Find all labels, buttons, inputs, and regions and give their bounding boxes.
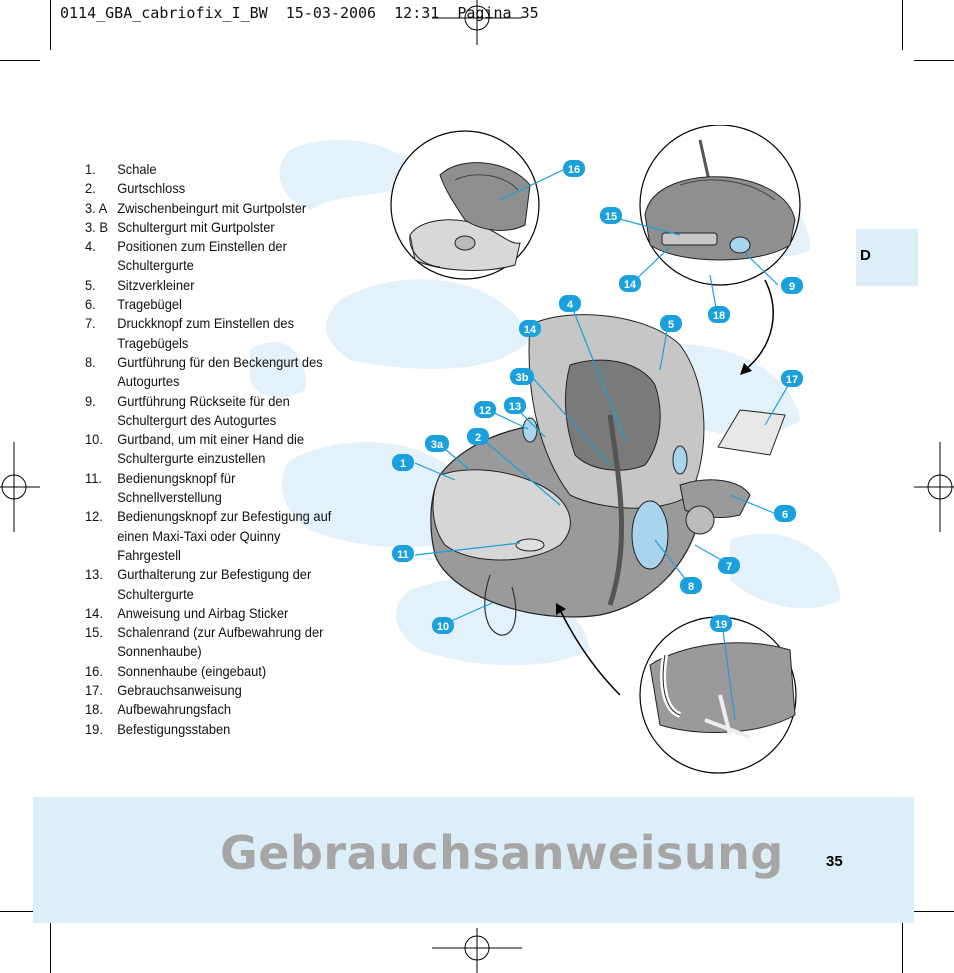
- svg-text:18: 18: [713, 310, 725, 322]
- list-item: 18.Aufbewahrungsfach: [85, 701, 232, 718]
- list-item: 15.Schalenrand (zur Aufbewahrung der Son…: [85, 624, 324, 660]
- callout-14-top: 14: [619, 275, 641, 292]
- callout-2: 2: [467, 428, 489, 445]
- callout-7: 7: [718, 557, 740, 574]
- svg-text:3a: 3a: [431, 439, 444, 451]
- language-tab-label: D: [860, 247, 871, 264]
- list-item: 10.Gurtband, um mit einer Hand die Schul…: [85, 431, 305, 467]
- registration-mark-bottom: [432, 928, 522, 973]
- callout-12: 12: [474, 401, 496, 418]
- svg-text:12: 12: [479, 405, 491, 417]
- arrow-curved-top: [744, 279, 774, 371]
- callout-1: 1: [392, 454, 414, 471]
- callout-6: 6: [774, 505, 796, 522]
- svg-text:9: 9: [789, 281, 795, 293]
- list-item: 2.Gurtschloss: [85, 180, 186, 197]
- list-item: 11.Bedienungsknopf für Schnellverstellun…: [85, 469, 236, 506]
- list-item: 8.Gurtführung für den Beckengurt des Aut…: [85, 353, 323, 390]
- svg-text:5: 5: [668, 319, 674, 331]
- callout-8: 8: [680, 577, 702, 594]
- registration-mark-top: [432, 0, 522, 45]
- svg-text:1: 1: [400, 458, 406, 470]
- registration-mark-left: [0, 442, 40, 532]
- svg-text:19: 19: [715, 619, 727, 631]
- callout-5: 5: [660, 315, 682, 332]
- callout-18: 18: [708, 306, 730, 323]
- list-item: 1.Schale: [85, 161, 157, 177]
- list-item: 13.Gurthalterung zur Befestigung der Sch…: [85, 566, 312, 602]
- list-item: 5.Sitzverkleiner: [85, 276, 195, 293]
- callout-4: 4: [559, 295, 581, 312]
- callout-3b: 3b: [510, 368, 534, 385]
- inset-shell-back: [639, 125, 801, 286]
- svg-text:11: 11: [397, 549, 409, 561]
- callout-16: 16: [563, 160, 585, 177]
- list-item: 9.Gurtführung Rückseite für den Schulter…: [85, 392, 290, 428]
- list-item: 7.Druckknopf zum Einstellen des Tragebüg…: [85, 315, 295, 351]
- callout-10: 10: [432, 617, 454, 634]
- callout-17: 17: [781, 370, 803, 387]
- list-item: 16.Sonnenhaube (eingebaut): [85, 662, 267, 679]
- language-tab: D: [856, 229, 918, 286]
- list-item: 4.Positionen zum Einstellen der Schulter…: [85, 238, 287, 274]
- list-item: 14.Anweisung und Airbag Sticker: [85, 604, 289, 621]
- callout-13: 13: [504, 397, 526, 414]
- main-seat: [430, 314, 751, 636]
- svg-text:13: 13: [509, 401, 521, 413]
- list-item: 17.Gebrauchsanweisung: [85, 682, 242, 699]
- callout-14: 14: [519, 320, 541, 337]
- arrow-curved-bottom: [559, 609, 621, 696]
- svg-text:16: 16: [568, 164, 580, 176]
- svg-text:7: 7: [726, 561, 732, 573]
- registration-mark-right: [914, 442, 954, 532]
- svg-text:10: 10: [437, 621, 449, 633]
- list-item: 12.Bedienungsknopf zur Befestigung auf e…: [85, 508, 332, 563]
- callout-3a: 3a: [425, 435, 449, 452]
- svg-text:14: 14: [624, 279, 637, 291]
- callout-leaders: [414, 169, 793, 721]
- svg-text:15: 15: [605, 211, 617, 223]
- inset-fixing-rods: [639, 616, 797, 774]
- footer-banner: [33, 797, 914, 923]
- car-seat-illustration: 16 15 14 9 18 4 5 14 3b 17 12 13 2 3a 1 …: [390, 125, 803, 774]
- callout-19: 19: [710, 615, 732, 632]
- section-title: Gebrauchsanweisung: [220, 826, 784, 880]
- callout-11: 11: [392, 545, 414, 562]
- svg-text:4: 4: [567, 299, 574, 311]
- manual-booklet: [717, 409, 786, 456]
- callout-badges: 16 15 14 9 18 4 5 14 3b 17 12 13 2 3a 1 …: [392, 160, 803, 634]
- svg-text:8: 8: [688, 581, 694, 593]
- callout-15: 15: [600, 207, 622, 224]
- page-number: 35: [826, 853, 843, 870]
- callout-9: 9: [781, 277, 803, 294]
- svg-text:17: 17: [786, 374, 798, 386]
- list-item: 6.Tragebügel: [85, 296, 182, 313]
- svg-text:2: 2: [475, 432, 481, 444]
- svg-text:6: 6: [782, 509, 788, 521]
- svg-text:14: 14: [524, 324, 537, 336]
- svg-text:3b: 3b: [516, 372, 529, 384]
- list-item: 19.Befestigungsstaben: [85, 720, 231, 737]
- inset-canopy: [390, 130, 540, 280]
- print-slug: 0114_GBA_cabriofix_I_BW 15-03-2006 12:31…: [60, 4, 539, 22]
